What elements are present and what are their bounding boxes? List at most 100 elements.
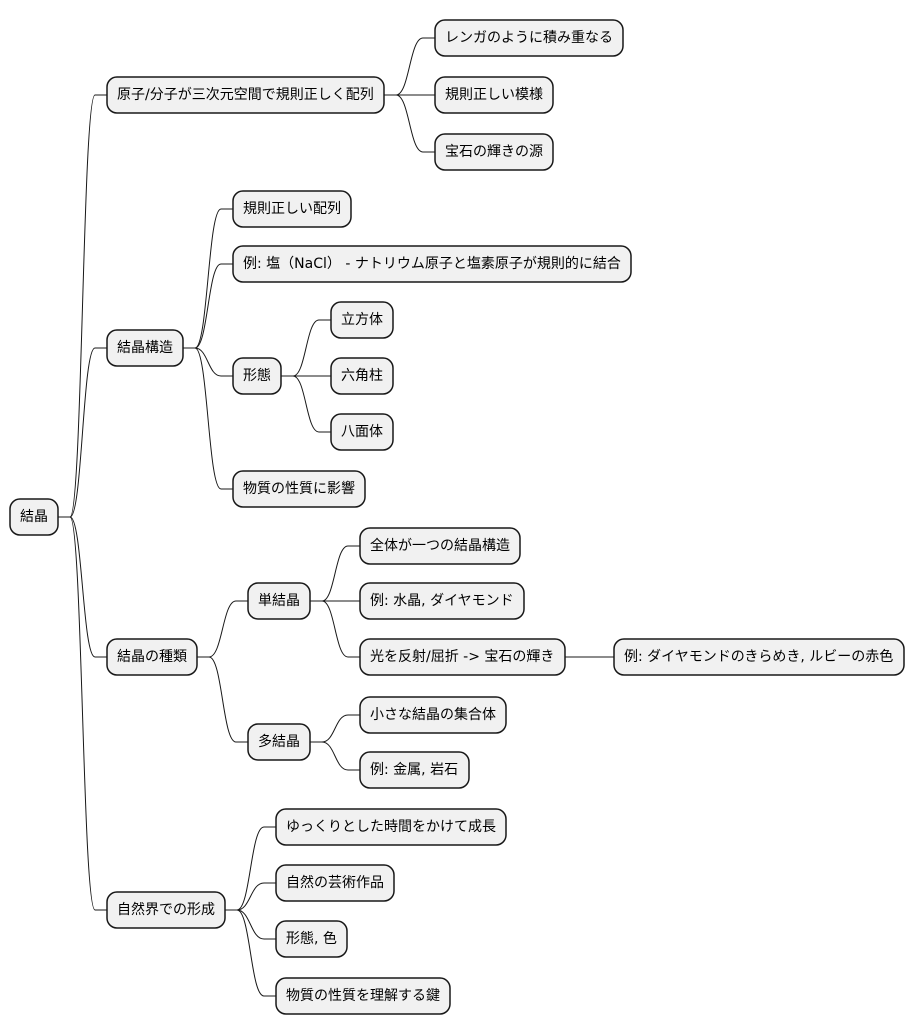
mindmap-nodes: 結晶 原子/分子が三次元空間で規則正しく配列 レンガのように積み重なる規則正しい模様… bbox=[9, 19, 905, 1015]
node-box bbox=[359, 527, 521, 565]
node-b2-1: 規則正しい配列 bbox=[232, 190, 352, 228]
node-label: 例: 塩（NaCl） - ナトリウム原子と塩素原子が規則的に結合 bbox=[243, 256, 621, 272]
node-box bbox=[359, 638, 566, 676]
node-box bbox=[359, 582, 525, 620]
edge-b3-1-to-b3-1-1 bbox=[310, 545, 360, 602]
node-box bbox=[106, 76, 385, 114]
node-label: 全体が一つの結晶構造 bbox=[370, 537, 510, 554]
node-label: 物質の性質を理解する鍵 bbox=[286, 988, 440, 1004]
node-box bbox=[275, 808, 507, 846]
node-label: 宝石の輝きの源 bbox=[445, 144, 543, 160]
node-label: 光を反射/屈折 -> 宝石の輝き bbox=[370, 649, 554, 665]
edge-b2-3-to-b2-3-3 bbox=[281, 375, 331, 433]
edge-b3-2-to-b3-2-2 bbox=[310, 741, 360, 771]
node-box bbox=[106, 638, 198, 676]
node-box bbox=[613, 638, 905, 676]
node-b3-2: 多結晶 bbox=[247, 723, 311, 761]
node-box bbox=[232, 190, 352, 228]
node-root: 結晶 bbox=[9, 498, 59, 536]
node-label: 単結晶 bbox=[258, 593, 300, 609]
edge-b2-3-to-b2-3-1 bbox=[281, 319, 331, 377]
node-b4-3: 形態, 色 bbox=[275, 920, 348, 958]
edge-b2-to-b2-2 bbox=[183, 263, 233, 349]
edge-root-to-b4 bbox=[58, 516, 107, 911]
node-label: 六角柱 bbox=[341, 368, 383, 384]
node-label: 小さな結晶の集合体 bbox=[370, 706, 496, 723]
node-box bbox=[275, 920, 348, 958]
node-label: 結晶の種類 bbox=[117, 649, 187, 665]
edge-b3-2-to-b3-2-1 bbox=[310, 714, 360, 743]
edge-b2-to-b2-1 bbox=[183, 208, 233, 349]
node-box bbox=[247, 582, 311, 620]
node-label: 例: 水晶, ダイヤモンド bbox=[370, 593, 514, 609]
node-box bbox=[330, 301, 394, 339]
node-b4-1: ゆっくりとした時間をかけて成長 bbox=[275, 808, 507, 846]
edge-root-to-b1 bbox=[58, 94, 107, 518]
node-label: ゆっくりとした時間をかけて成長 bbox=[286, 819, 496, 835]
node-box bbox=[232, 357, 282, 395]
node-b1-2: 規則正しい模様 bbox=[434, 76, 554, 114]
node-b1: 原子/分子が三次元空間で規則正しく配列 bbox=[106, 76, 385, 114]
node-b1-3: 宝石の輝きの源 bbox=[434, 133, 554, 171]
edge-b1-to-b1-3 bbox=[384, 94, 435, 153]
node-b3-2-2: 例: 金属, 岩石 bbox=[359, 751, 470, 789]
node-label: 八面体 bbox=[341, 424, 383, 440]
node-label: 結晶構造 bbox=[117, 340, 173, 356]
node-label: 結晶 bbox=[20, 509, 48, 525]
node-box bbox=[275, 977, 451, 1015]
node-label: 自然の芸術作品 bbox=[286, 874, 384, 891]
node-b4: 自然界での形成 bbox=[106, 891, 226, 929]
node-label: 規則正しい模様 bbox=[445, 87, 543, 103]
node-box bbox=[434, 76, 554, 114]
node-label: 原子/分子が三次元空間で規則正しく配列 bbox=[117, 87, 374, 103]
node-label: 立方体 bbox=[341, 312, 383, 328]
node-box bbox=[330, 413, 394, 451]
node-b3: 結晶の種類 bbox=[106, 638, 198, 676]
node-box bbox=[275, 864, 395, 902]
node-b2-3-1: 立方体 bbox=[330, 301, 394, 339]
node-label: 形態, 色 bbox=[286, 930, 337, 947]
node-b3-1-1: 全体が一つの結晶構造 bbox=[359, 527, 521, 565]
edge-b1-to-b1-1 bbox=[384, 37, 435, 96]
edge-b2-to-b2-3 bbox=[183, 347, 233, 377]
node-box bbox=[247, 723, 311, 761]
node-box bbox=[330, 357, 394, 395]
node-b2-3: 形態 bbox=[232, 357, 282, 395]
node-box bbox=[232, 470, 366, 508]
node-box bbox=[9, 498, 59, 536]
edge-b4-to-b4-1 bbox=[225, 826, 276, 911]
node-box bbox=[359, 696, 507, 734]
node-label: 形態 bbox=[243, 368, 271, 384]
node-b2: 結晶構造 bbox=[106, 329, 184, 367]
node-b1-1: レンガのように積み重なる bbox=[434, 19, 624, 57]
edge-b4-to-b4-2 bbox=[225, 882, 276, 911]
node-box bbox=[434, 133, 554, 171]
node-b2-3-2: 六角柱 bbox=[330, 357, 394, 395]
node-b3-1-3-1: 例: ダイヤモンドのきらめき, ルビーの赤色 bbox=[613, 638, 905, 676]
edge-b4-to-b4-4 bbox=[225, 909, 276, 997]
node-label: 例: 金属, 岩石 bbox=[370, 762, 458, 778]
node-label: レンガのように積み重なる bbox=[445, 30, 613, 46]
node-box bbox=[232, 245, 632, 283]
node-label: 物質の性質に影響 bbox=[243, 480, 355, 497]
node-b2-4: 物質の性質に影響 bbox=[232, 470, 366, 508]
node-label: 例: ダイヤモンドのきらめき, ルビーの赤色 bbox=[624, 648, 893, 665]
mindmap-edges bbox=[58, 37, 614, 997]
edge-b4-to-b4-3 bbox=[225, 909, 276, 940]
edge-root-to-b3 bbox=[58, 516, 107, 658]
node-label: 規則正しい配列 bbox=[243, 201, 341, 217]
edge-b3-1-to-b3-1-3 bbox=[310, 600, 360, 658]
node-box bbox=[434, 19, 624, 57]
node-b3-1-2: 例: 水晶, ダイヤモンド bbox=[359, 582, 525, 620]
node-b3-1: 単結晶 bbox=[247, 582, 311, 620]
node-box bbox=[106, 891, 226, 929]
node-label: 自然界での形成 bbox=[117, 901, 215, 918]
node-b3-2-1: 小さな結晶の集合体 bbox=[359, 696, 507, 734]
node-b4-2: 自然の芸術作品 bbox=[275, 864, 395, 902]
node-label: 多結晶 bbox=[258, 733, 300, 750]
node-b4-4: 物質の性質を理解する鍵 bbox=[275, 977, 451, 1015]
edge-b3-to-b3-1 bbox=[197, 600, 248, 658]
edge-root-to-b2 bbox=[58, 347, 107, 518]
node-b2-2: 例: 塩（NaCl） - ナトリウム原子と塩素原子が規則的に結合 bbox=[232, 245, 632, 283]
